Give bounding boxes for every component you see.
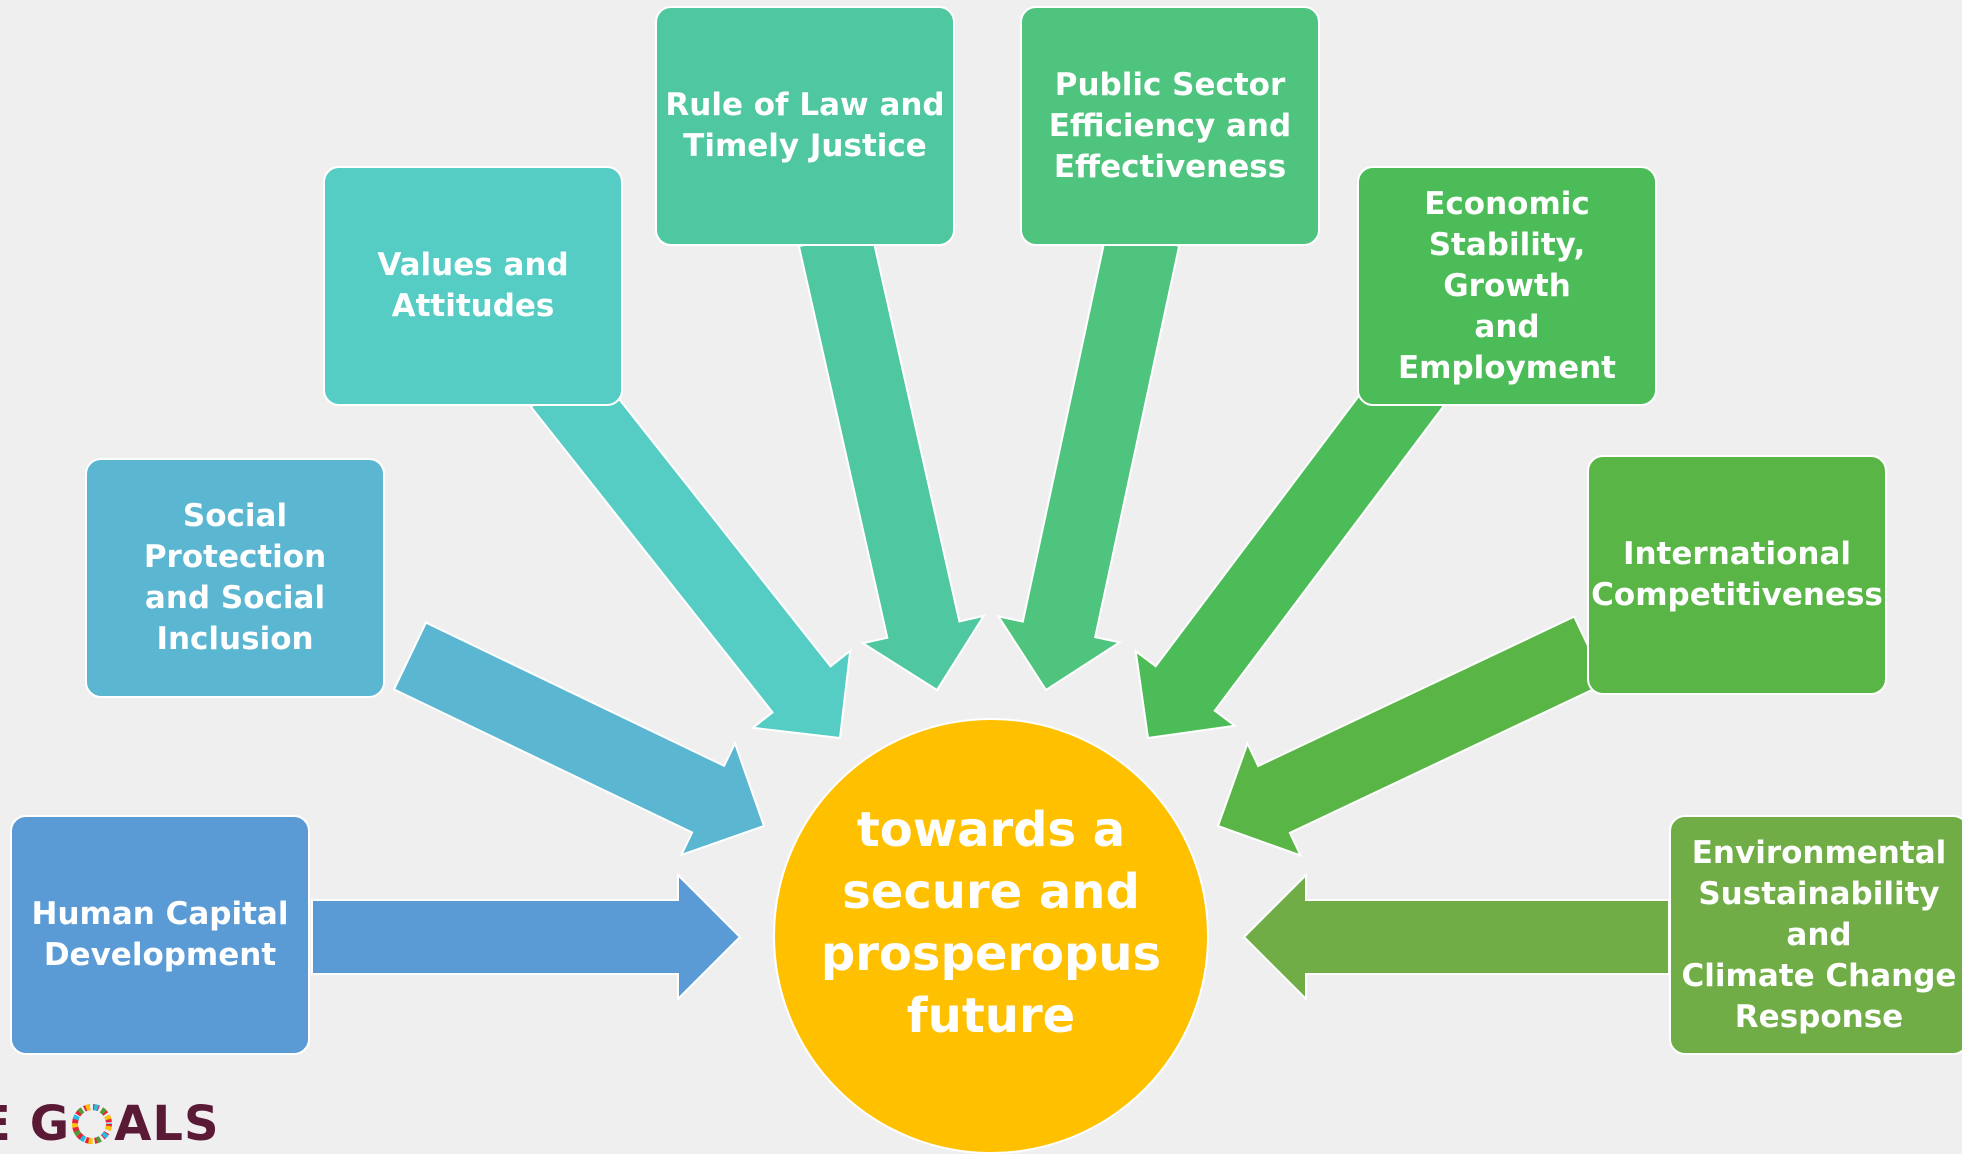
pillar-human-capital: Human Capital Development	[10, 815, 310, 1055]
arrow-values-attitudes	[529, 359, 852, 740]
pillar-international-competitiveness: International Competitiveness	[1587, 455, 1887, 695]
arrow-human-capital	[311, 872, 742, 1002]
pillar-values-attitudes: Values and Attitudes	[323, 166, 623, 406]
pillar-social-protection: Social Protection and Social Inclusion	[85, 458, 385, 698]
arrow-international-competitiveness	[1216, 615, 1608, 858]
logo-prefix: E	[0, 1096, 12, 1152]
arrow-environmental-sustainability	[1242, 872, 1670, 1002]
arrow-rule-of-law	[797, 228, 986, 692]
pillar-environmental-sustainability: Environmental Sustainability and Climate…	[1669, 815, 1962, 1055]
center-goal-circle: towards a secure and prosperopus future	[773, 718, 1209, 1154]
goals-logo: E G ALS	[0, 1096, 220, 1152]
logo-text: G	[29, 1096, 71, 1152]
arrow-economic-stability	[1134, 360, 1446, 740]
logo-text-rest: ALS	[114, 1096, 220, 1152]
arrow-social-protection	[392, 621, 766, 857]
pillar-public-sector: Public Sector Efficiency and Effectivene…	[1020, 6, 1320, 246]
pillar-economic-stability: Economic Stability, Growth and Employmen…	[1357, 166, 1657, 406]
arrow-public-sector	[996, 229, 1181, 692]
pillar-rule-of-law: Rule of Law and Timely Justice	[655, 6, 955, 246]
sdg-wheel-icon	[72, 1104, 113, 1144]
